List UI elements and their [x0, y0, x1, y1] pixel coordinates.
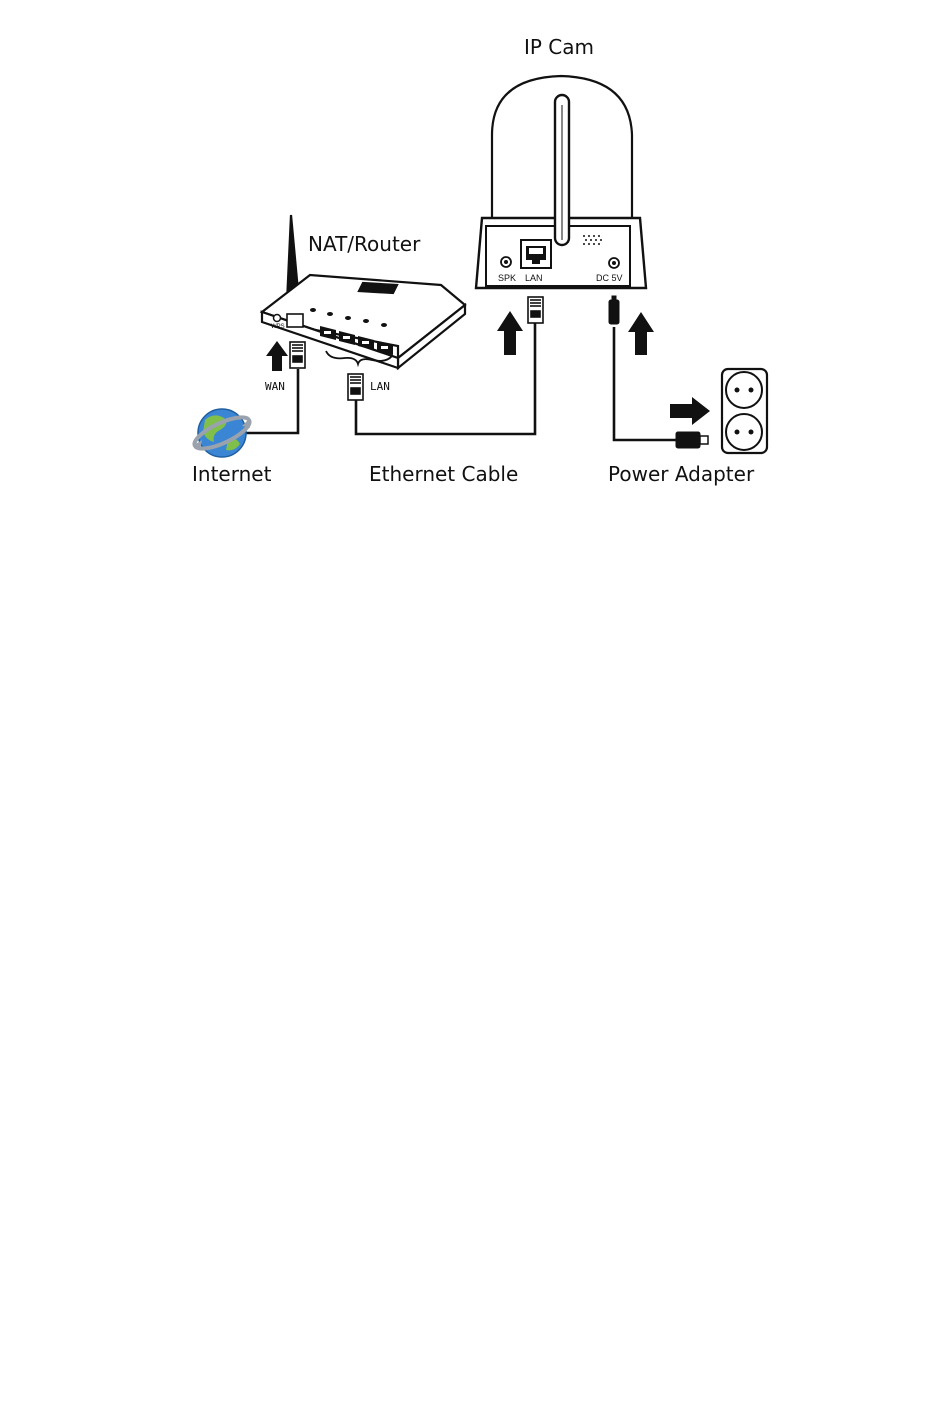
cam-lan-label: LAN: [525, 273, 543, 283]
power-adapter-label: Power Adapter: [608, 462, 755, 486]
power-plug-icon: [676, 432, 708, 448]
internet-label: Internet: [192, 462, 272, 486]
spk-label: SPK: [498, 273, 516, 283]
outlet-arrow-icon: [670, 397, 710, 425]
ip-camera-icon: [476, 76, 646, 288]
lan-label: LAN: [370, 380, 390, 393]
dc-arrow-icon: [628, 312, 654, 355]
dc-label: DC 5V: [596, 273, 623, 283]
wps-label: WPS: [271, 324, 285, 330]
nat-router-label: NAT/Router: [308, 232, 421, 256]
wan-label: WAN: [265, 380, 285, 393]
ip-cam-label: IP Cam: [524, 35, 594, 59]
cam-lan-arrow-icon: [497, 311, 523, 355]
dc-plug-icon: [609, 296, 619, 324]
power-outlet-icon: [722, 369, 767, 453]
cables: [246, 323, 676, 440]
wan-arrow-icon: [266, 341, 288, 371]
ethernet-cable-label: Ethernet Cable: [369, 462, 518, 486]
internet-globe-icon: [191, 409, 254, 457]
